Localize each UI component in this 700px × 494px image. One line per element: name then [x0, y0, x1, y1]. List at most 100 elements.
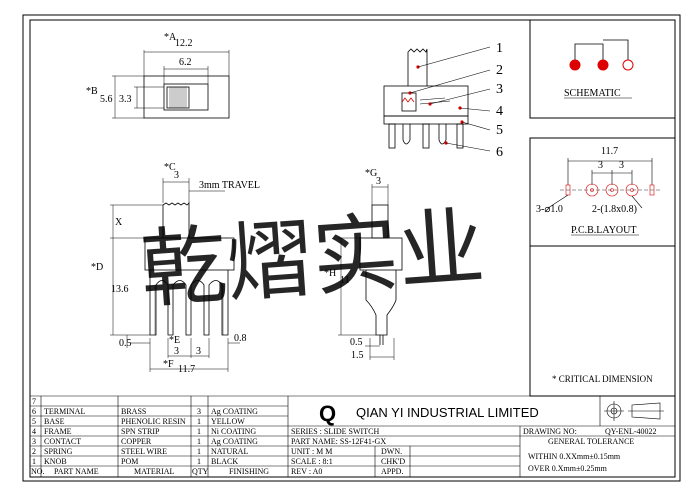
dim-x-label: X — [115, 217, 123, 228]
dim-b-mark: *B — [86, 86, 98, 97]
bom-row-material: COPPER — [121, 437, 152, 446]
dim-pitch-left: 3 — [174, 346, 179, 357]
schematic-label: SCHEMATIC — [564, 88, 621, 99]
dim-b-value: 5.6 — [100, 94, 113, 105]
bom-header-part: PART NAME — [54, 467, 99, 476]
title-block-grid — [30, 395, 675, 477]
bom-row-finish: NATURAL — [211, 447, 248, 456]
tolerance-over: OVER 0.Xmm±0.25mm — [528, 464, 608, 473]
pcb-slot-spec: 2-(1.8x0.8) — [592, 204, 637, 215]
dwn-field: DWN. — [381, 447, 402, 456]
title-fields: SERIES : SLIDE SWITCH PART NAME: SS-12F4… — [291, 427, 657, 476]
balloon-5: 5 — [496, 123, 503, 138]
balloon-2: 2 — [496, 63, 503, 78]
scale-field: SCALE : 8:1 — [291, 457, 333, 466]
general-tolerance-label: GENERAL TOLERANCE — [548, 437, 634, 446]
bom-row-qty: 1 — [197, 437, 201, 446]
front-view — [110, 178, 240, 372]
dim-g-mark: *G — [365, 168, 377, 179]
bom-row-qty: 1 — [197, 427, 201, 436]
balloon-4: 4 — [496, 104, 503, 119]
travel-label: 3mm TRAVEL — [199, 180, 260, 191]
dim-f-value: 11.7 — [178, 364, 195, 375]
dim-h-mark: *H — [324, 268, 336, 279]
pcb-pitch-1: 3 — [598, 160, 603, 171]
pcb-hole-spec: 3-⌀1.0 — [536, 204, 563, 215]
schematic-box — [529, 19, 676, 119]
dim-c-value: 3 — [174, 170, 179, 181]
balloon-1: 1 — [496, 41, 503, 56]
company-logo: Q — [319, 401, 336, 426]
dim-h-value: 11 — [340, 275, 350, 286]
bom-row-qty: 1 — [197, 417, 201, 426]
bom-row-part: TERMINAL — [44, 407, 85, 416]
bom-row-part: FRAME — [44, 427, 72, 436]
drawing-no-value: QY-ENL-40022 — [605, 427, 657, 436]
bom-header-finish: FINISHING — [229, 467, 269, 476]
rev-field: REV : A0 — [291, 467, 322, 476]
dim-slot-width: 6.2 — [179, 57, 192, 68]
bom-row-qty: 1 — [197, 447, 201, 456]
dim-a-mark: *A — [164, 32, 177, 43]
projection-symbol — [604, 401, 664, 421]
bom-row-material: STEEL WIRE — [121, 447, 167, 456]
appd-field: APPD. — [381, 467, 403, 476]
bom-row-finish: YELLOW — [211, 417, 245, 426]
drawing-frame — [22, 14, 681, 482]
part-name-field: PART NAME: SS-12F41-GX — [291, 437, 386, 446]
bom-table: 7 6 TERMINAL BRASS 3 Ag COATING 5 BASE P… — [31, 397, 269, 476]
top-view — [112, 50, 230, 119]
dim-pitch-right: 3 — [196, 346, 201, 357]
pcb-layout-label: P.C.B.LAYOUT — [571, 225, 636, 236]
pcb-layout-drawing — [547, 158, 660, 209]
bom-row-finish: Ag COATING — [211, 437, 258, 446]
section-view — [383, 48, 469, 149]
bom-row-material: POM — [121, 457, 138, 466]
bom-row-material: SPN STRIP — [121, 427, 160, 436]
company-watermark: 乾熠实业 — [137, 197, 487, 321]
balloon-6: 6 — [496, 145, 503, 160]
pcb-total-width: 11.7 — [601, 146, 618, 157]
tolerance-within: WITHIN 0.XXmm±0.15mm — [528, 452, 621, 461]
critical-dimension-note: * CRITICAL DIMENSION — [552, 374, 653, 384]
bom-row-material: BRASS — [121, 407, 146, 416]
company-name: QIAN YI INDUSTRIAL LIMITED — [356, 405, 539, 420]
dim-e-mark: *E — [169, 335, 180, 346]
series-field: SERIES : SLIDE SWITCH — [291, 427, 379, 436]
leader-dots — [408, 65, 464, 145]
leader-lines — [409, 46, 491, 152]
drawing-no-label: DRAWING NO: — [523, 427, 577, 436]
bom-row-finish: Ni COATING — [211, 427, 256, 436]
dim-pin-thickness: 0.8 — [234, 333, 247, 344]
dim-g-value: 3 — [376, 176, 381, 187]
balloon-3: 3 — [496, 82, 503, 97]
bom-row-qty: 1 — [197, 457, 201, 466]
dim-a-value: 12.2 — [175, 38, 193, 49]
dim-side-width: 1.5 — [351, 350, 364, 361]
bom-row-no: 7 — [32, 397, 36, 406]
dim-f-mark: *F — [163, 359, 174, 370]
bom-row-qty: 3 — [197, 407, 201, 416]
bom-row-part: SPRING — [44, 447, 73, 456]
bom-row-part: CONTACT — [44, 437, 81, 446]
schematic-symbol — [569, 39, 634, 71]
bom-row-finish: Ag COATING — [211, 407, 258, 416]
bom-row-no: 5 — [32, 417, 36, 426]
bom-row-part: KNOB — [44, 457, 67, 466]
bom-row-material: PHENOLIC RESIN — [121, 417, 186, 426]
bom-header-no: NO. — [31, 467, 45, 476]
dim-side-pin: 0.5 — [350, 337, 363, 348]
dim-d-mark: *D — [91, 262, 103, 273]
pcb-pitch-2: 3 — [619, 160, 624, 171]
bom-row-part: BASE — [44, 417, 65, 426]
dim-pin-width: 0.5 — [119, 338, 132, 349]
bom-header-material: MATERIAL — [134, 467, 175, 476]
side-view — [338, 184, 403, 360]
bom-header-qty: QTY — [192, 467, 209, 476]
dim-d-value: 13.6 — [111, 284, 129, 295]
dim-b-inner: 3.3 — [119, 94, 132, 105]
unit-field: UNIT : M M — [291, 447, 332, 456]
bom-row-no: 6 — [32, 407, 36, 416]
bom-row-no: 4 — [32, 427, 36, 436]
